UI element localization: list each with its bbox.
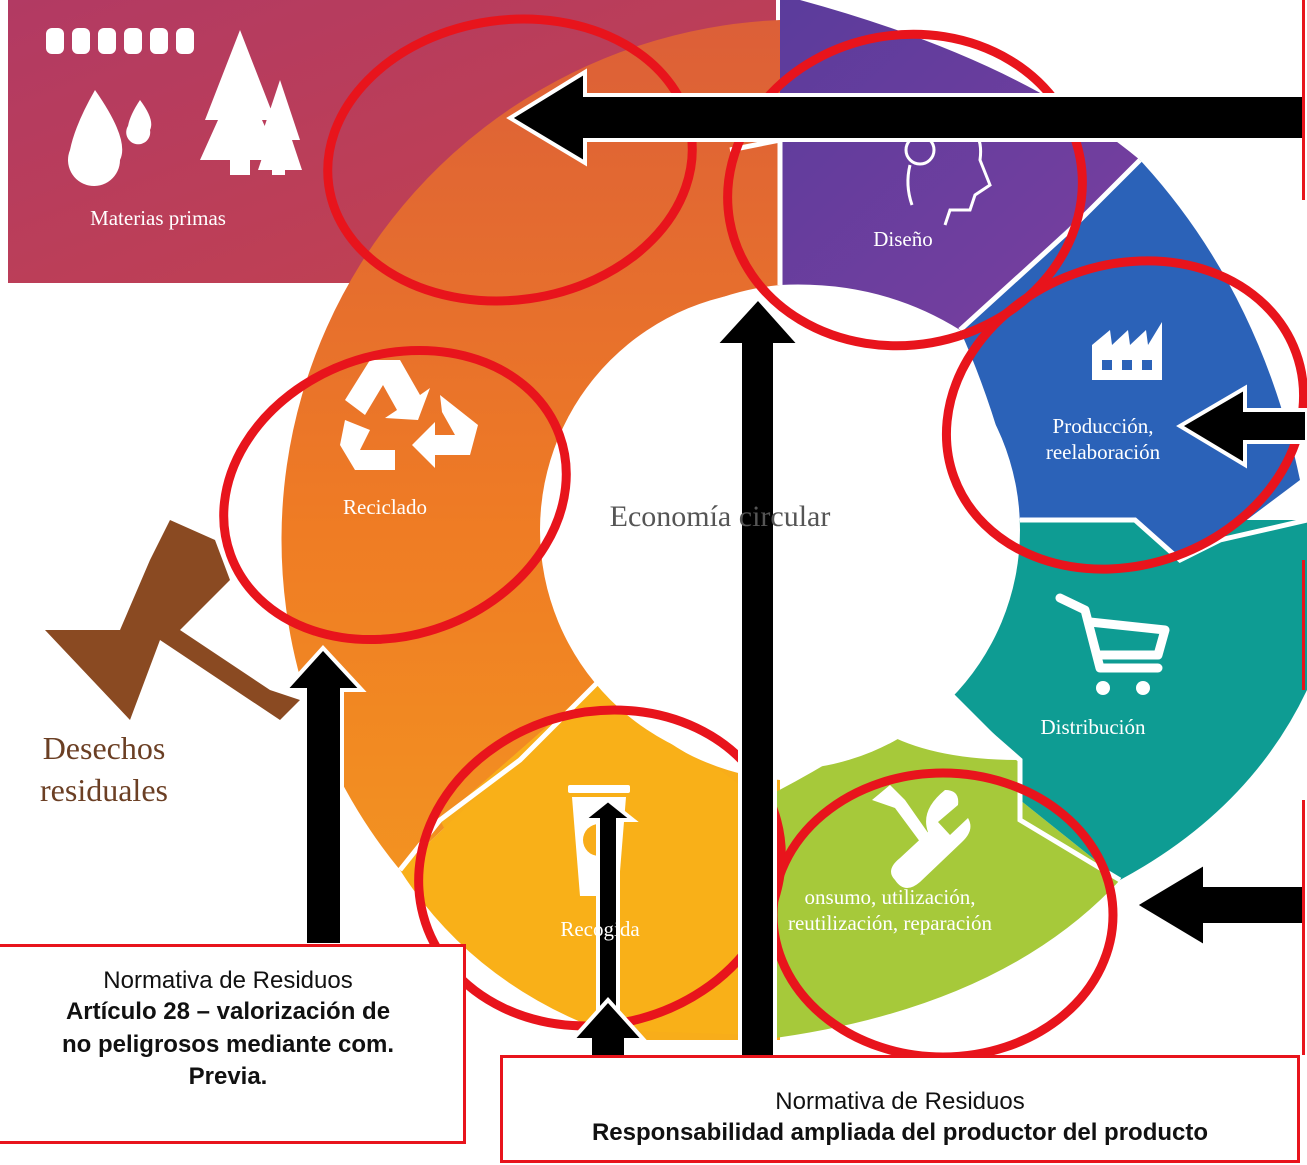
highlight-design bbox=[723, 29, 1087, 351]
ring-hole bbox=[540, 290, 1020, 770]
highlight-production bbox=[941, 256, 1307, 574]
note-left-line1: Normativa de Residuos bbox=[103, 967, 353, 994]
note-left-line3: no peligrosos mediante com. bbox=[61, 1030, 395, 1058]
waste-down-arrow-icon bbox=[45, 520, 300, 720]
distribution-label: Distribución bbox=[1040, 715, 1146, 739]
note-bottom: Normativa de Residuos Responsabilidad am… bbox=[500, 1055, 1300, 1163]
arrows bbox=[280, 68, 1307, 1102]
right-note-edge-middle bbox=[1302, 560, 1305, 690]
cart-icon bbox=[1055, 593, 1170, 695]
note-left: Normativa de Residuos Artículo 28 – valo… bbox=[0, 944, 466, 1144]
production-label: Producción, reelaboración bbox=[1045, 414, 1161, 465]
raw-materials-label: Materias primas bbox=[90, 206, 226, 230]
diagram-title: Economía circular bbox=[609, 500, 831, 533]
right-note-edge-top bbox=[1302, 0, 1305, 200]
water-drops-icon bbox=[67, 90, 152, 187]
trees-icon bbox=[200, 30, 302, 175]
arrow-to-raw-materials bbox=[506, 68, 1307, 167]
note-left-line2: Artículo 28 – valorización de bbox=[65, 998, 391, 1026]
recycle-icon bbox=[340, 360, 478, 470]
note-bottom-line1: Normativa de Residuos bbox=[775, 1088, 1025, 1115]
right-note-edge-bottom bbox=[1302, 800, 1305, 1055]
waste-label: Desechos residuales bbox=[40, 730, 168, 808]
tools-icon bbox=[872, 785, 971, 889]
consumption-label: onsumo, utilización, reutilización, repa… bbox=[787, 885, 993, 936]
arrow-to-consumption bbox=[1131, 859, 1307, 951]
highlight-ellipses bbox=[219, 14, 1307, 1062]
design-label: Diseño bbox=[873, 227, 933, 251]
arrow-to-design bbox=[710, 295, 805, 1102]
note-bottom-line2: Responsabilidad ampliada del productor d… bbox=[591, 1119, 1209, 1147]
design-segment bbox=[780, 0, 1140, 330]
note-left-line4: Previa. bbox=[188, 1062, 268, 1090]
collection-label: Recogida bbox=[560, 917, 640, 941]
factory-icon bbox=[1092, 322, 1162, 380]
arrow-to-production bbox=[1176, 384, 1307, 469]
recycling-label: Reciclado bbox=[343, 495, 427, 519]
arrow-to-recycling bbox=[280, 645, 367, 947]
highlight-recycling bbox=[219, 345, 571, 645]
wheat-icon bbox=[46, 28, 194, 54]
consumption-segment bbox=[760, 730, 1120, 1040]
